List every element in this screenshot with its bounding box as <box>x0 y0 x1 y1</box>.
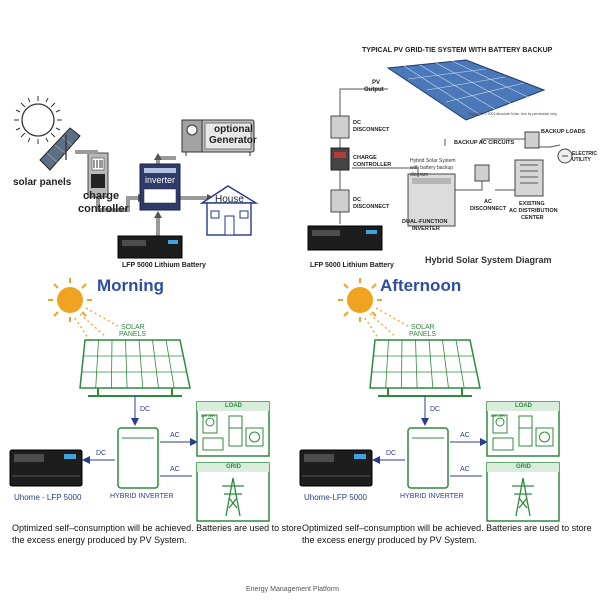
morning-grid-label: GRID <box>226 464 241 470</box>
afternoon-battery-label: Uhome-LFP 5000 <box>304 493 367 502</box>
dual-function-label-1: DUAL-FUNCTION <box>402 219 448 225</box>
electric-meter-icon <box>557 148 573 164</box>
solar-panels-label: solar panels <box>13 177 72 188</box>
electric-utility-label-1: ELECTRIC <box>572 151 597 157</box>
morning-battery-label: Uhome - LFP 5000 <box>14 493 82 502</box>
electric-utility-label-2: UTILITY <box>572 157 591 163</box>
charge-controller-label-2: controller <box>78 203 129 215</box>
dc-disconnect-top-label-2: DISCONNECT <box>353 127 390 133</box>
hybrid-inverter-icon <box>117 427 159 489</box>
morning-diagram <box>9 278 270 522</box>
existing-label-1: EXISTING <box>519 201 545 207</box>
morning-ac-bottom-label: AC <box>170 466 180 473</box>
top-right-diagram <box>307 59 573 251</box>
dc-disconnect-top-label-1: DC <box>353 120 361 126</box>
morning-title: Morning <box>97 276 165 295</box>
grid-box <box>486 462 560 522</box>
copyright-text: Copyright © 2003 Absolute Solar. Use by … <box>468 112 558 116</box>
hybrid-inverter-icon <box>407 427 449 489</box>
solar-panel-icon <box>39 127 81 171</box>
appliances-icon <box>202 415 264 451</box>
dual-function-label-2: INVERTER <box>412 226 440 232</box>
afternoon-title: Afternoon <box>380 276 462 295</box>
generator-icon <box>181 119 255 156</box>
morning-solar-panels-label-1: SOLAR <box>121 324 145 331</box>
sun-outline-icon <box>14 96 62 144</box>
morning-load-label: LOAD <box>225 403 242 409</box>
grid-box <box>196 462 270 522</box>
morning-dc-left-label: DC <box>96 450 107 457</box>
inverter-icon <box>139 163 181 211</box>
house-icon <box>199 185 259 236</box>
solar-array-icon <box>386 59 546 121</box>
afternoon-diagram <box>299 278 560 522</box>
sun-icon <box>338 278 409 345</box>
top-right-title: TYPICAL PV GRID-TIE SYSTEM WITH BATTERY … <box>362 47 553 54</box>
inverter-label: inverter <box>145 175 176 185</box>
pv-output-label-1: PV <box>372 80 381 86</box>
dual-function-inverter-icon <box>407 173 456 227</box>
footer-text: Energy Management Platform <box>246 586 339 593</box>
morning-ac-top-label: AC <box>170 432 180 439</box>
battery-icon <box>117 235 183 259</box>
inverter-note-2: with battery backup <box>410 165 454 171</box>
afternoon-load-label: LOAD <box>515 403 532 409</box>
ac-disconnect-icon <box>474 164 490 182</box>
backup-loads-icon <box>524 131 540 149</box>
afternoon-ac-bottom-label: AC <box>460 466 470 473</box>
pv-output-label-2: Output <box>364 87 384 93</box>
house-label: House <box>215 194 244 205</box>
dc-disconnect-bottom-icon <box>330 189 350 213</box>
solar-panels-icon <box>369 339 481 397</box>
battery-icon <box>307 225 383 251</box>
backup-ac-circuits-label: BACKUP AC CIRCUITS <box>454 140 515 146</box>
battery-icon <box>299 449 373 487</box>
top-left-diagram <box>14 96 259 259</box>
inverter-note-1: Hybrid Solar System <box>410 158 456 164</box>
charge-controller-box-label-2: CONTROLLER <box>353 162 392 168</box>
top-right-caption: Hybrid Solar System Diagram <box>425 255 552 265</box>
afternoon-solar-panels-label-2: PANELS <box>409 331 437 338</box>
top-right-battery-label: LFP 5000 Lithium Battery <box>310 262 394 269</box>
transmission-tower-icon <box>512 477 534 517</box>
generator-label-2: Generator <box>209 135 257 146</box>
morning-hybrid-inverter-label: HYBRID INVERTER <box>110 493 174 500</box>
transmission-tower-icon <box>222 477 244 517</box>
inverter-note-3: diagram <box>410 172 429 178</box>
ac-disconnect-label-1: AC <box>484 199 492 205</box>
battery-icon <box>9 449 83 487</box>
appliances-icon <box>492 415 554 451</box>
dc-disconnect-bottom-label-2: DISCONNECT <box>353 204 390 210</box>
afternoon-dc-left-label: DC <box>386 450 397 457</box>
existing-label-3: CENTER <box>521 215 544 221</box>
dc-disconnect-top-icon <box>330 115 350 139</box>
ac-disconnect-label-2: DISCONNECT <box>470 206 507 212</box>
morning-meter-label: METER <box>201 413 215 418</box>
existing-label-2: AC DISTRIBUTION <box>509 208 558 214</box>
afternoon-grid-label: GRID <box>516 464 531 470</box>
afternoon-hybrid-inverter-label: HYBRID INVERTER <box>400 493 464 500</box>
afternoon-solar-panels-label-1: SOLAR <box>411 324 435 331</box>
charge-controller-box-icon <box>330 147 350 171</box>
afternoon-meter-label: METER <box>491 413 505 418</box>
afternoon-dc-top-label: DC <box>430 406 441 413</box>
morning-solar-panels-label-2: PANELS <box>119 331 147 338</box>
distribution-center-icon <box>514 159 544 197</box>
generator-label-1: optional <box>214 124 253 135</box>
afternoon-description: Optimized self–consumption will be achie… <box>302 523 592 545</box>
morning-dc-top-label: DC <box>140 406 151 413</box>
charge-controller-box-label-1: CHARGE <box>353 155 377 161</box>
charge-controller-label-1: charge <box>83 190 120 202</box>
top-left-battery-label: LFP 5000 Lithium Battery <box>122 262 206 269</box>
meter-icon <box>202 414 218 434</box>
morning-description: Optimized self–consumption will be achie… <box>12 523 302 545</box>
solar-panels-icon <box>79 339 191 397</box>
sun-icon <box>48 278 119 345</box>
dc-disconnect-bottom-label-1: DC <box>353 197 361 203</box>
backup-loads-label: BACKUP LOADS <box>541 129 586 135</box>
afternoon-ac-top-label: AC <box>460 432 470 439</box>
meter-icon <box>492 414 508 434</box>
